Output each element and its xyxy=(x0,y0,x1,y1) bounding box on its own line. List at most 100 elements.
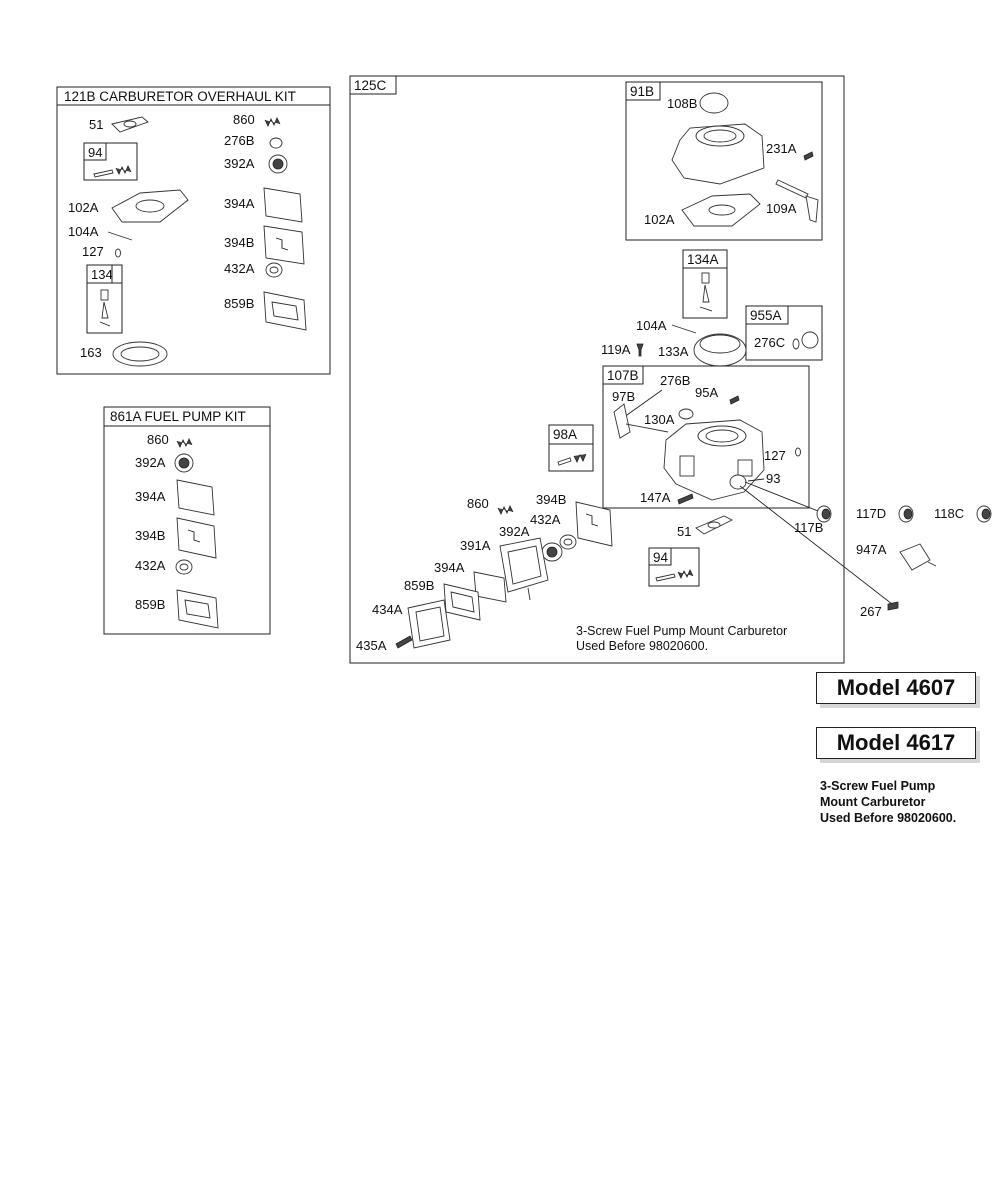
screw-spring-98a-icon xyxy=(557,453,587,466)
needle-valve-134-icon xyxy=(99,289,111,327)
fp-diaphragm-394a-icon xyxy=(176,479,215,516)
part-label-102a: 102A xyxy=(68,200,99,215)
main-assembly: 125C 91B 108B 231A 109A 102A 134A xyxy=(349,75,893,664)
box-label-955a: 955A xyxy=(750,308,782,323)
part-label-104a: 104A xyxy=(68,224,99,239)
ring-432a-icon xyxy=(265,262,283,278)
main-assembly-title: 125C xyxy=(354,78,387,93)
out-label-947a: 947A xyxy=(856,542,887,557)
out-label-118c: 118C xyxy=(934,506,964,521)
part-label-163: 163 xyxy=(80,345,102,360)
cover-434a-icon xyxy=(407,599,451,649)
asm-label-51: 51 xyxy=(677,524,691,539)
pump-body-391a-icon xyxy=(499,537,549,601)
asm-label-392a: 392A xyxy=(499,524,530,539)
box-label-94: 94 xyxy=(653,550,669,565)
fuel-pump-kit: 861A FUEL PUMP KIT 860 392A 394A 394B 43… xyxy=(103,406,271,635)
fp-label-432a: 432A xyxy=(135,558,166,573)
asm-label-434a: 434A xyxy=(372,602,403,617)
box-label-134a: 134A xyxy=(687,252,719,267)
plug-127-asm-icon xyxy=(795,447,801,457)
asm-label-127: 127 xyxy=(764,448,786,463)
fitting-118c-icon xyxy=(976,505,992,523)
box-134a xyxy=(682,249,728,319)
asm-label-859b: 859B xyxy=(404,578,434,593)
box-label-107b: 107B xyxy=(607,368,639,383)
part-label-432a: 432A xyxy=(224,261,255,276)
carburetor-lower-body-icon xyxy=(663,419,765,501)
asm-label-117b: 117B xyxy=(794,520,823,535)
jet-93-icon xyxy=(729,474,747,490)
part-label-51: 51 xyxy=(89,117,103,132)
spring-860-asm-icon xyxy=(497,505,514,515)
fp-spring-860-icon xyxy=(176,438,193,448)
asm-label-130a: 130A xyxy=(644,412,675,427)
outside-parts: 117D 118C 947A 267 xyxy=(856,505,992,619)
fp-label-392a: 392A xyxy=(135,455,166,470)
assembly-note-line2: Used Before 98020600. xyxy=(576,639,708,653)
part-label-127: 127 xyxy=(82,244,104,259)
disc-130a-icon xyxy=(678,408,694,420)
screw-spring-94-icon xyxy=(93,165,132,178)
cap-276b-icon xyxy=(269,137,283,149)
asm-label-391a: 391A xyxy=(460,538,491,553)
fitting-117b-icon xyxy=(816,505,832,523)
main-assembly-frame xyxy=(349,75,845,664)
part-label-392a: 392A xyxy=(224,156,255,171)
out-label-267: 267 xyxy=(860,604,882,619)
assembly-note-line1: 3-Screw Fuel Pump Mount Carburetor xyxy=(576,624,787,638)
asm-label-108b: 108B xyxy=(667,96,697,111)
model-badge-4607: Model 4607 xyxy=(816,672,976,704)
screw-spring-94-asm-icon xyxy=(655,569,694,582)
part-label-394a: 394A xyxy=(224,196,255,211)
asm-label-231a: 231A xyxy=(766,141,797,156)
cup-392a-icon xyxy=(268,154,288,174)
out-label-117d: 117D xyxy=(856,506,886,521)
diaphragm-394a-asm-icon xyxy=(473,571,507,603)
gasket-108b-icon xyxy=(699,92,729,114)
pin-104a-asm-icon xyxy=(671,324,697,334)
asm-label-394a: 394A xyxy=(434,560,465,575)
ring-432a-asm-icon xyxy=(559,534,577,550)
diaphragm-102a-icon xyxy=(111,189,189,223)
asm-label-394b: 394B xyxy=(536,492,566,507)
model-note-line1: 3-Screw Fuel Pump xyxy=(820,779,936,793)
throttle-shaft-97b-icon xyxy=(613,403,669,439)
fp-label-860: 860 xyxy=(147,432,169,447)
asm-label-119a: 119A xyxy=(601,342,631,357)
screw-231a-icon xyxy=(803,151,814,161)
cap-276c-icon xyxy=(792,331,819,350)
asm-label-109a: 109A xyxy=(766,201,797,216)
gasket-394b-icon xyxy=(263,225,305,265)
part-label-276b: 276B xyxy=(224,133,254,148)
diaphragm-394a-icon xyxy=(263,187,303,223)
asm-label-95a: 95A xyxy=(695,385,718,400)
asm-label-276c: 276C xyxy=(754,335,785,350)
box-94-asm xyxy=(648,547,700,587)
fp-label-394b: 394B xyxy=(135,528,165,543)
fp-label-394a: 394A xyxy=(135,489,166,504)
lever-109a-icon xyxy=(775,179,819,223)
pin-104a-icon xyxy=(107,231,133,241)
part-label-859b: 859B xyxy=(224,296,254,311)
carburetor-upper-body-icon xyxy=(671,123,765,185)
screw-147a-icon xyxy=(677,493,694,505)
diaphragm-102a-asm-icon xyxy=(681,193,761,227)
fitting-117d-icon xyxy=(898,505,914,523)
model-note-line2: Mount Carburetor xyxy=(820,795,926,809)
asm-label-93: 93 xyxy=(766,471,780,486)
box-98a xyxy=(548,424,594,472)
asm-label-147a: 147A xyxy=(640,490,671,505)
asm-label-97b: 97B xyxy=(612,389,635,404)
gasket-163-icon xyxy=(112,341,168,367)
gasket-51-icon xyxy=(111,116,149,133)
box-label-91b: 91B xyxy=(630,84,654,99)
fp-label-859b: 859B xyxy=(135,597,165,612)
fp-cup-392a-icon xyxy=(174,453,194,473)
fp-gasket-859b-icon xyxy=(176,589,219,629)
fp-ring-432a-icon xyxy=(175,559,193,575)
gasket-51-asm-icon xyxy=(695,515,734,535)
gasket-394b-asm-icon xyxy=(575,501,613,547)
plug-127-icon xyxy=(115,248,121,258)
